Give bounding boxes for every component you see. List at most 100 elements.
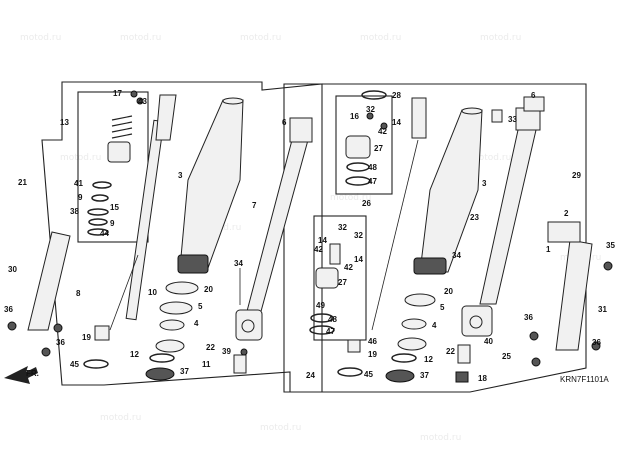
ring-48 [346,162,370,172]
o-ring-45 [83,359,109,369]
dust-seal-37b [385,369,415,383]
collar-19 [94,325,110,341]
callout: 1 [546,245,551,254]
callout: 19 [82,333,91,342]
washer-5 [159,301,193,315]
callout: 35 [606,241,615,250]
oil-seal-22b [397,337,427,351]
slider-bushing-5 [165,281,199,295]
callout: 44 [100,229,109,238]
callout: 5 [440,303,445,312]
bolt-36d [591,341,601,351]
callout: 20 [204,285,213,294]
stopper-ring-12 [149,353,175,363]
o-ring-43 [136,97,144,105]
watermark-text: motod.ru [120,33,161,43]
callout: 4 [432,321,437,330]
callout: 13 [60,118,69,127]
callout: 48 [368,163,377,172]
callout: 28 [392,91,401,100]
callout: 3 [178,171,183,180]
damper-rod [125,119,165,321]
callout: 48 [328,315,337,324]
callout: 3 [482,179,487,188]
ring-28 [361,90,387,100]
callout-labels: 1 2 3 3 4 4 5 5 6 6 7 8 9 9 10 11 12 12 … [4,89,615,383]
ring-47 [345,176,371,186]
watermark-text: motod.ru [330,193,371,203]
right-fork-assembly [309,90,613,383]
right-fork-group-outline [283,83,587,393]
callout: 8 [76,289,81,298]
callout: 39 [222,347,231,356]
callout: 16 [350,112,359,121]
spring-rod [109,254,139,331]
callout: 23 [470,213,479,222]
right-damper-subgroup-outline [313,215,367,341]
piston-27 [345,135,371,159]
callout: 37 [180,367,189,376]
callout: 49 [316,301,325,310]
callout: 37 [420,371,429,380]
fork-guard-right [555,239,593,351]
valve-16 [366,112,374,120]
axle-bore-left [241,319,255,333]
callout: 32 [338,223,347,232]
callout: 45 [364,370,373,379]
ring-47b [309,325,335,335]
screw-17 [130,90,138,98]
washer-42 [380,122,388,130]
diagram-code: KRN7F1101A [560,375,609,384]
bolt-36c [529,331,539,341]
callout: 36 [524,313,533,322]
stopper-ring-12b [391,353,417,363]
screw-36a [7,321,17,331]
o-ring-45b [337,367,363,377]
outer-tube-left-top [222,97,244,105]
dust-seal-left [177,254,209,274]
callout: 42 [378,127,387,136]
damper-cap-right [411,97,427,139]
callout: 4 [194,319,199,328]
front-direction-arrow: FR. [4,366,39,384]
callout: 15 [110,203,119,212]
clip-33 [491,109,503,123]
outer-tube-right [419,109,483,273]
o-ring-39 [240,348,248,356]
watermark-text: motod.ru [470,153,511,163]
callout: 7 [252,201,257,210]
callout: 6 [531,91,536,100]
bolt-46 [41,347,51,357]
callout: 22 [446,347,455,356]
callout: 12 [424,355,433,364]
bolt-35b [531,357,541,367]
guide-bushing-4 [159,319,185,331]
arrow-icon [4,366,38,384]
callout: 6 [282,118,287,127]
left-fork-group-outline [41,81,323,393]
watermark-text: motod.ru [100,413,141,423]
piston-27b [315,267,339,289]
fork-guard-left [27,231,71,331]
guard-bracket-2 [547,221,581,243]
slider-bushing-5b [404,293,436,307]
callout: 30 [8,265,17,274]
callout: 25 [502,352,511,361]
dust-seal-37 [145,367,175,381]
oil-seal-22 [155,339,185,353]
callout: 14 [392,118,401,127]
callout: 22 [206,343,215,352]
collar-19b [347,339,361,353]
right-upper-subgroup-outline [335,95,393,195]
callout: 46 [368,337,377,346]
callout: 41 [74,179,83,188]
outer-tube-left [179,99,244,269]
screw-36b [53,323,63,333]
watermark-text: motod.ru [20,33,61,43]
ring-44 [87,228,109,236]
washer-9 [91,194,109,202]
callout: 31 [598,305,607,314]
callout: 21 [18,178,27,187]
